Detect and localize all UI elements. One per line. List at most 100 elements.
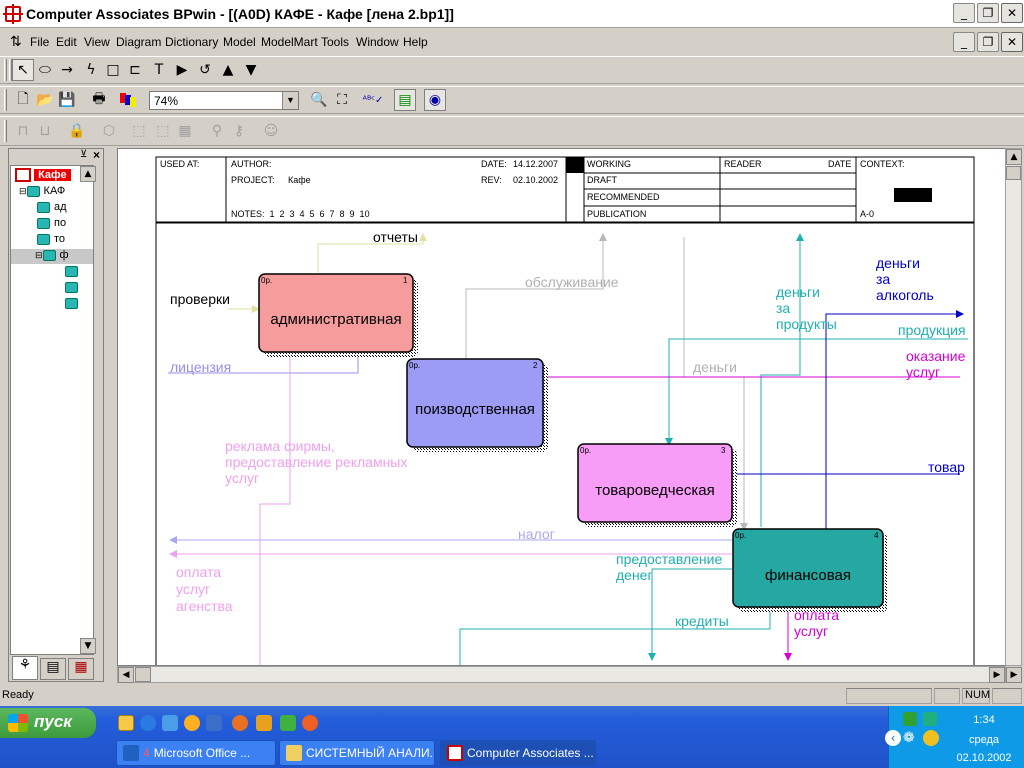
tunnel-tool-icon[interactable]: ⊏	[129, 62, 141, 78]
menu-dictionary[interactable]: Dictionary	[165, 35, 219, 49]
activity-icon	[65, 281, 78, 293]
label-line: предоставление	[616, 551, 723, 567]
start-button[interactable]: пуск	[0, 708, 96, 738]
box-production[interactable]	[406, 358, 544, 448]
menu-view[interactable]: View	[84, 35, 110, 49]
vertical-scrollbar[interactable]: ▲	[1005, 148, 1022, 666]
pointer-tool-icon[interactable]: ↖	[12, 59, 34, 81]
restore-button[interactable]: ❐	[977, 3, 999, 23]
scroll-left-icon[interactable]: ◀	[118, 667, 134, 683]
outlook-icon[interactable]	[162, 715, 178, 731]
close-button[interactable]: ✕	[1001, 3, 1023, 23]
tree-root-label: Кафе	[34, 168, 71, 181]
color-icon[interactable]	[120, 93, 136, 107]
tree-item-finance[interactable]: ⊟ф	[11, 249, 93, 264]
go-to-child-icon[interactable]: ▶	[176, 62, 188, 78]
tree-scroll-up[interactable]: ▲	[80, 166, 96, 182]
box-title: финансовая	[765, 567, 851, 584]
doc-close-button[interactable]: ✕	[1001, 32, 1023, 52]
box-admin[interactable]	[258, 273, 414, 353]
panel-menu-icon[interactable]: ⊻	[80, 149, 88, 160]
go-up-icon[interactable]: ▲	[222, 62, 234, 78]
mm-grid-icon: ▦	[178, 123, 192, 139]
scroll-right-icon[interactable]: ▶	[1006, 667, 1022, 683]
menu-diagram[interactable]: Diagram	[116, 35, 162, 49]
new-icon[interactable]: 🗋	[17, 91, 29, 107]
text-tool-icon[interactable]: T	[154, 62, 164, 78]
app-icon[interactable]	[302, 715, 318, 731]
frame-rev-label: REV:	[481, 175, 502, 185]
menu-modelmart[interactable]: ModelMart	[261, 35, 318, 49]
zoom-select[interactable]: 74% ▼	[149, 91, 299, 110]
label-line: агенства	[176, 598, 233, 614]
arrow-tool-icon[interactable]: →	[61, 62, 73, 78]
model-explorer-icon[interactable]: ▤	[394, 89, 416, 111]
tree-item-goods[interactable]: то	[37, 233, 65, 248]
tree-item-sub3[interactable]	[65, 297, 82, 312]
go-down-icon[interactable]: ▼	[245, 62, 257, 78]
diagram-canvas[interactable]: USED AT: AUTHOR: PROJECT: Кафе DATE: 14.…	[117, 148, 1006, 666]
refresh-icon[interactable]: ↺	[199, 62, 211, 78]
label-line: услуг	[794, 623, 829, 639]
clock-time[interactable]: 1:34	[973, 714, 995, 726]
activities-tab-icon[interactable]: ⚘	[12, 656, 38, 680]
spellcheck-icon[interactable]: ᴬᴮᶜ✓	[362, 94, 384, 106]
firefox-icon[interactable]	[232, 715, 248, 731]
doc-minimize-button[interactable]: _	[953, 32, 975, 52]
panel-close-icon[interactable]: ×	[93, 148, 101, 162]
horizontal-scrollbar[interactable]: ◀ ▶	[117, 666, 1006, 683]
tray-app-icon[interactable]	[903, 712, 917, 726]
box-goods[interactable]	[577, 443, 733, 523]
task-folder[interactable]: СИСТЕМНЫЙ АНАЛИ...	[279, 740, 435, 766]
status-num: NUM	[962, 688, 990, 704]
activity-icon	[37, 217, 50, 229]
model-tree[interactable]: Кафе ⊟КАФ ад по то ⊟ф	[10, 165, 94, 655]
menu-edit[interactable]: Edit	[56, 35, 77, 49]
menu-model[interactable]: Model	[223, 35, 256, 49]
tray-app-icon[interactable]	[923, 712, 937, 726]
chevron-down-icon[interactable]: ▼	[282, 92, 298, 109]
tray-app-icon[interactable]	[923, 730, 939, 746]
media-player-icon[interactable]	[184, 715, 200, 731]
internet-explorer-icon[interactable]	[140, 715, 156, 731]
app-icon[interactable]	[256, 715, 272, 731]
zoom-fit-icon[interactable]: ⛶	[337, 92, 347, 108]
tree-item-sub1[interactable]	[65, 265, 82, 280]
tray-settings-icon[interactable]: ❁	[903, 730, 915, 746]
app-icon[interactable]	[280, 715, 296, 731]
tree-scroll-down[interactable]: ▼	[80, 638, 96, 654]
tree-item-context[interactable]: ⊟КАФ	[19, 185, 66, 197]
squiggle-tool-icon[interactable]: ϟ	[86, 62, 96, 78]
tree-root[interactable]: Кафе	[15, 168, 71, 183]
box-tool-icon[interactable]: □	[106, 62, 120, 78]
menu-tools[interactable]: Tools	[321, 35, 350, 49]
menu-help[interactable]: Help	[403, 35, 428, 49]
scroll-right-icon[interactable]: ▶	[989, 667, 1005, 683]
doc-restore-button[interactable]: ❐	[977, 32, 999, 52]
open-icon[interactable]: 📂	[36, 92, 54, 108]
minimize-button[interactable]: _	[953, 3, 975, 23]
modelmart-icon[interactable]: ◉	[424, 89, 446, 111]
show-desktop-icon[interactable]	[118, 715, 134, 731]
objects-tab-icon[interactable]: ▦	[68, 658, 94, 680]
diagrams-tab-icon[interactable]: ▤	[40, 658, 66, 680]
scroll-thumb[interactable]	[135, 667, 151, 682]
tree-item-admin[interactable]: ад	[37, 201, 67, 216]
messenger-icon[interactable]	[206, 715, 222, 731]
box-finance[interactable]	[732, 528, 884, 608]
tree-item-sub2[interactable]	[65, 281, 82, 296]
scroll-up-icon[interactable]: ▲	[1006, 149, 1022, 165]
scroll-thumb[interactable]	[1006, 166, 1021, 180]
document-icon[interactable]: ⇅	[10, 34, 22, 50]
save-icon[interactable]: 💾	[58, 92, 76, 108]
zoom-icon[interactable]: 🔍	[310, 92, 328, 108]
print-icon[interactable]: 🖶	[92, 91, 106, 107]
ellipse-tool-icon[interactable]: ⬭	[39, 62, 51, 78]
menu-window[interactable]: Window	[356, 35, 399, 49]
task-bpwin[interactable]: Computer Associates ...	[440, 740, 596, 766]
tree-item-production[interactable]: по	[37, 217, 66, 232]
tray-expand-icon[interactable]: ‹	[885, 730, 901, 746]
task-count: 4	[143, 746, 150, 760]
menu-file[interactable]: File	[30, 35, 50, 49]
